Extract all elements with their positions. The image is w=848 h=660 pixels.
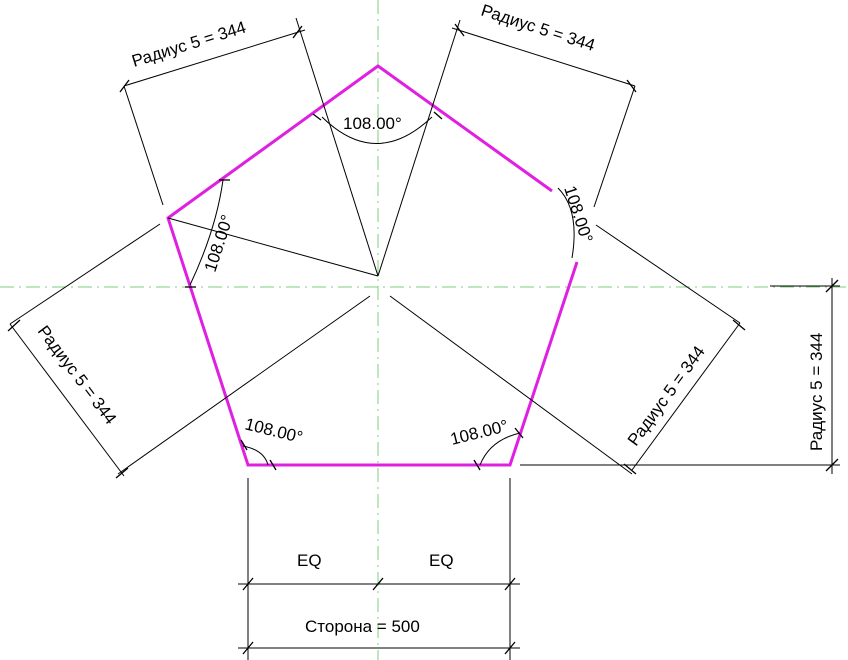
radius-label-top-right: Радиус 5 = 344 (479, 1, 598, 55)
radius-label-left: Радиус 5 = 344 (34, 322, 120, 428)
eq-label-left: EQ (297, 551, 322, 570)
radius-label-top-left: Радиус 5 = 344 (130, 18, 249, 71)
angle-label-left: 108.00° (201, 212, 237, 274)
angle-label-bottom-left: 108.00° (243, 414, 305, 447)
radius-dimension-left (7, 223, 161, 479)
radius-dimension-right (595, 224, 746, 475)
angle-label-top: 108.00° (343, 114, 402, 133)
radius-label-vertical: Радиус 5 = 344 (807, 333, 826, 451)
radius-label-right: Радиус 5 = 344 (624, 342, 709, 449)
angle-arcs (189, 116, 575, 466)
radius-dimension-top-left (119, 25, 306, 206)
pentagon-shape[interactable] (166, 64, 579, 467)
angle-label-right: 108.00° (560, 183, 596, 245)
angle-label-bottom-right: 108.00° (448, 416, 510, 449)
eq-label-right: EQ (429, 551, 454, 570)
bottom-dimensions (238, 478, 520, 660)
angle-ticks (185, 111, 524, 471)
radius-dimension-top-right (451, 23, 637, 208)
side-length-label: Сторона = 500 (305, 617, 420, 636)
radius-dimension-vertical (520, 278, 840, 474)
radius-lines (117, 17, 633, 475)
